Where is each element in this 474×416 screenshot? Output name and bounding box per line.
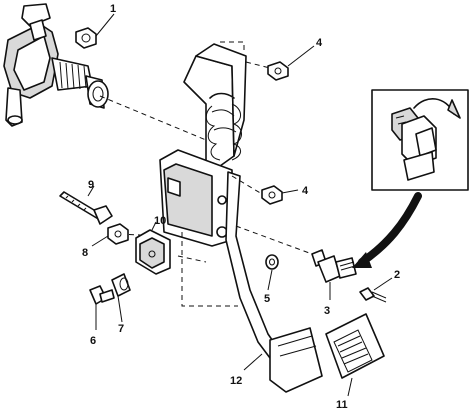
callout-1: 1	[110, 3, 116, 15]
switch-detail-inset	[371, 89, 469, 191]
pedal-bracket	[159, 43, 247, 247]
leader-12	[243, 353, 263, 371]
clutch-pedal-arm	[225, 171, 323, 393]
leader-1	[95, 13, 115, 37]
leader-9	[87, 185, 95, 197]
return-spring	[205, 92, 242, 161]
callout-7: 7	[118, 323, 124, 335]
callout-4-upper: 4	[316, 37, 323, 49]
callout-12: 12	[230, 375, 242, 387]
nut-part-4-lower	[261, 185, 283, 205]
callout-3: 3	[324, 305, 330, 317]
callout-6: 6	[90, 335, 96, 347]
pedal-pad-part-11	[325, 313, 385, 379]
bolt-part-9	[59, 191, 113, 225]
callout-10: 10	[154, 215, 166, 227]
connector-part-2	[359, 287, 387, 303]
clutch-switch-part-3	[311, 249, 357, 283]
callout-4-lower: 4	[302, 185, 309, 197]
bolt-part-6	[89, 285, 115, 305]
callout-8: 8	[82, 247, 88, 259]
leader-7	[117, 295, 123, 323]
nut-part-8	[107, 223, 129, 245]
nut-part-1	[75, 27, 97, 49]
callout-11: 11	[336, 399, 348, 411]
callout-9: 9	[88, 179, 94, 191]
leader-10	[151, 221, 157, 231]
detail-pointer-arrow	[352, 192, 422, 268]
callout-5: 5	[264, 293, 270, 305]
bracket-part-10	[135, 229, 171, 275]
bushing-part-7	[111, 273, 131, 297]
leader-8	[91, 235, 109, 247]
callout-2: 2	[394, 269, 400, 281]
leader-5	[267, 269, 273, 291]
leader-2	[373, 277, 393, 291]
leader-4-lower	[281, 189, 299, 194]
leader-4-upper	[287, 45, 315, 67]
master-cylinder	[3, 3, 109, 127]
nut-part-4-upper	[267, 61, 289, 81]
leader-11	[347, 377, 353, 397]
clip-part-5	[265, 254, 279, 270]
